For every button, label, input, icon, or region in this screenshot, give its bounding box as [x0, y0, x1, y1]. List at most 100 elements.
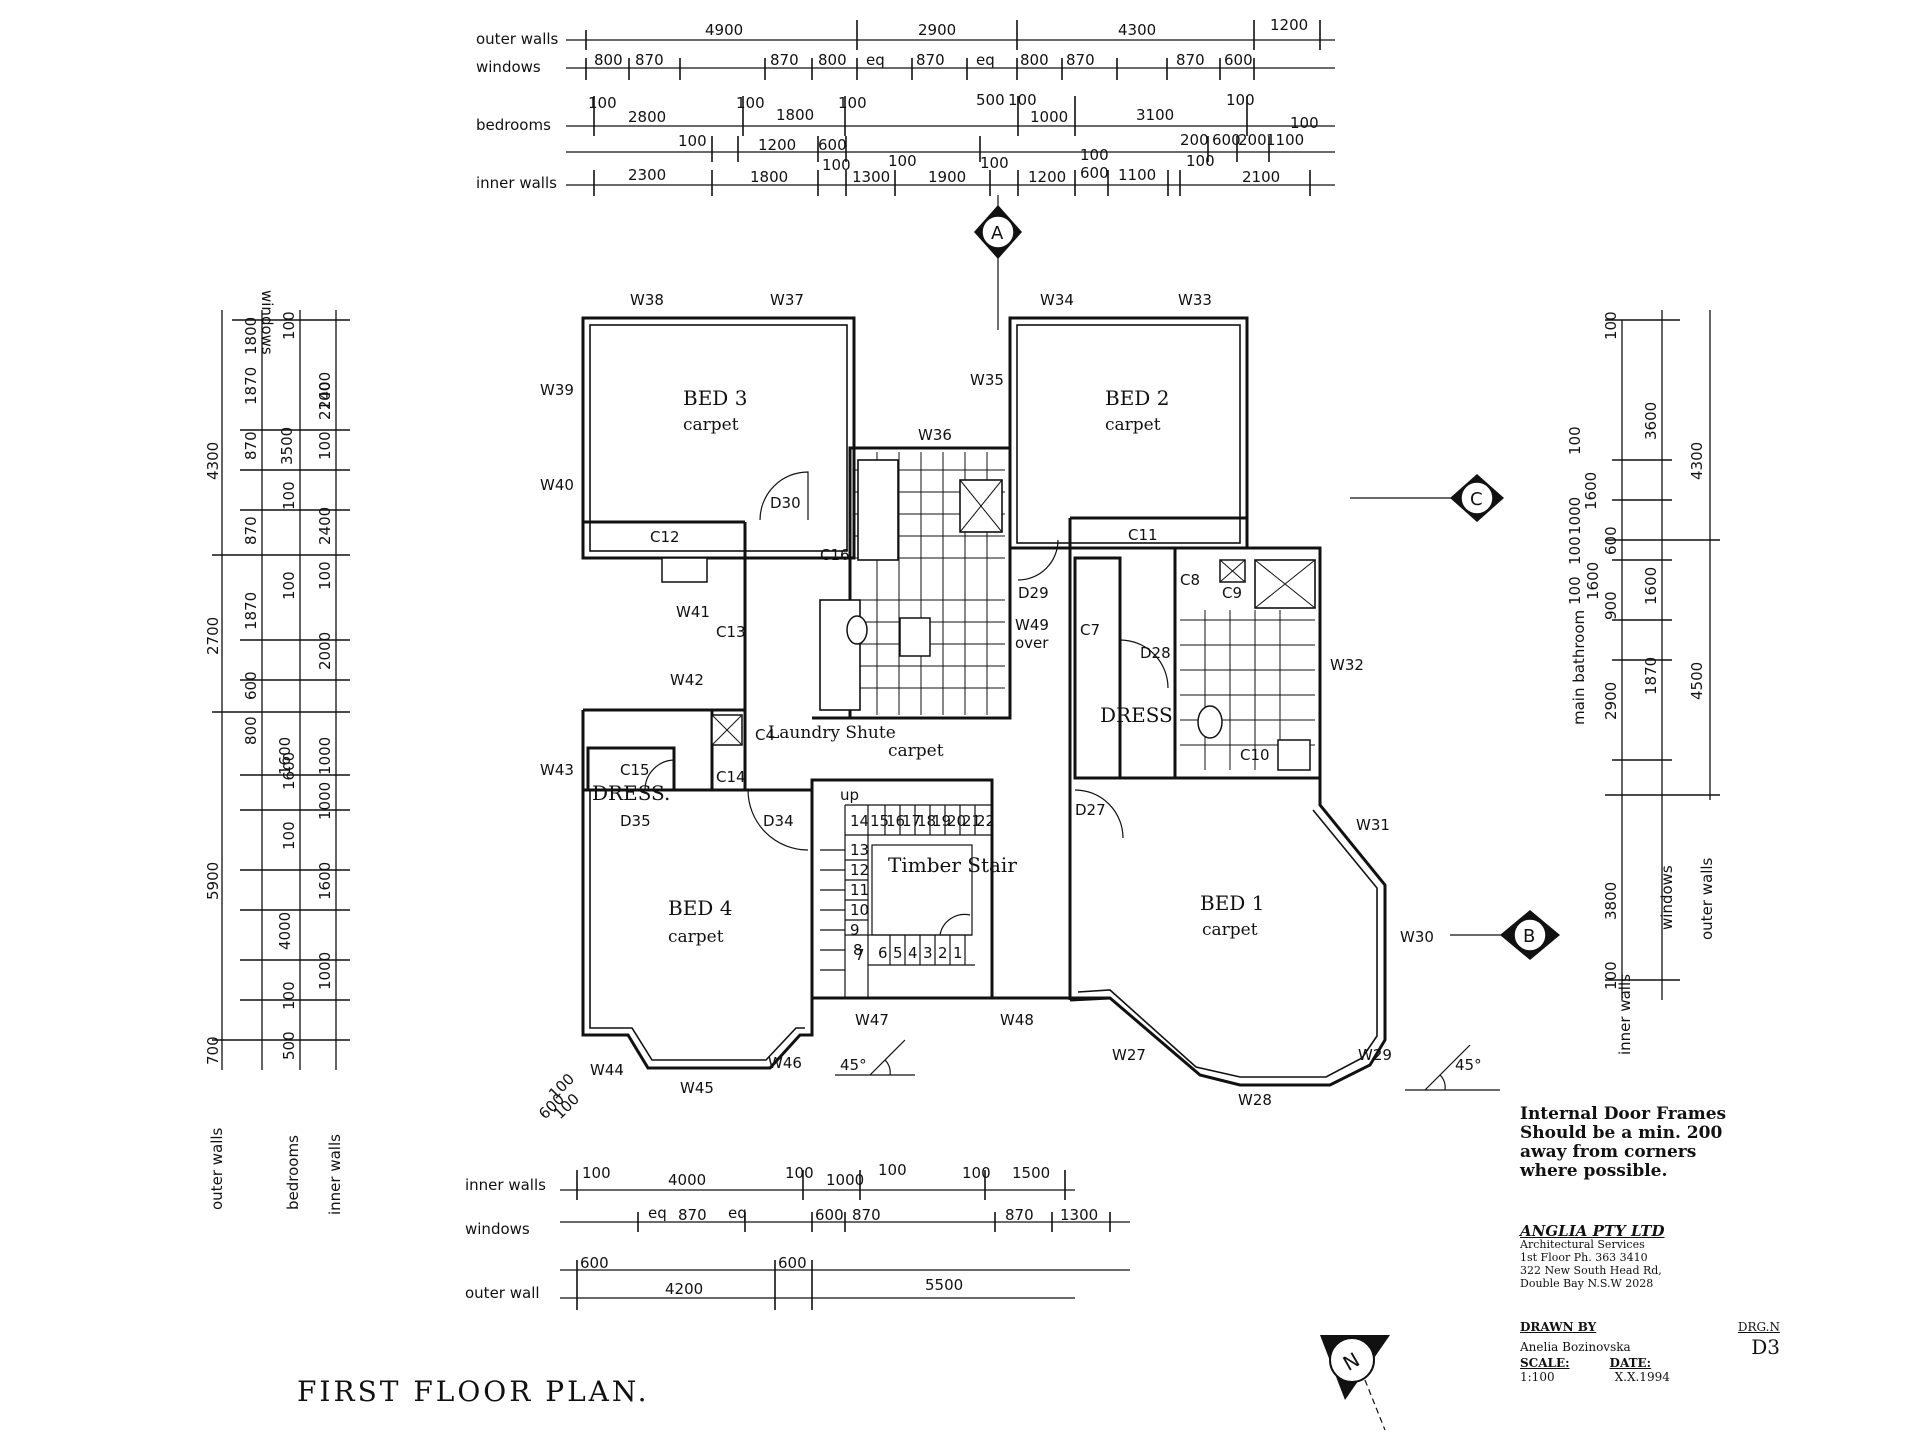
- stair-step: 6: [878, 944, 888, 962]
- drg-number: D3: [1751, 1335, 1780, 1359]
- door-tag: D29: [1018, 584, 1049, 602]
- dim-bedroom: 1600: [1584, 562, 1602, 600]
- dim-inner: 1800: [750, 168, 788, 186]
- dim-bedroom: 100: [280, 311, 298, 340]
- window-tag: W38: [630, 291, 664, 309]
- company-block: ANGLIA PTY LTD Architectural Services 1s…: [1520, 1222, 1780, 1291]
- stair-treads: [820, 804, 992, 998]
- dim-window: 870: [242, 431, 260, 460]
- stair-step: 22: [976, 812, 995, 830]
- section-marker-c: C: [1350, 474, 1504, 522]
- cupboard-tag: C10: [1240, 746, 1270, 764]
- window-tag: W36: [918, 426, 952, 444]
- dim-window: 870: [635, 51, 664, 69]
- cupboard-tag: C11: [1128, 526, 1158, 544]
- dim-col-label: inner walls: [326, 1134, 344, 1215]
- dim-inner: 1600: [316, 862, 334, 900]
- room-name-dress-right: DRESS: [1100, 703, 1173, 727]
- dim-bedroom: 3100: [1136, 106, 1174, 124]
- dim-bedroom: 100: [1602, 311, 1620, 340]
- dim-row-label: windows: [465, 1220, 530, 1238]
- dim-col-label: windows: [258, 290, 276, 355]
- dim-inner: 3500: [278, 427, 296, 465]
- dim-bedroom: 500: [280, 1031, 298, 1060]
- dim-bedroom: 100: [280, 481, 298, 510]
- dim-row-label: windows: [476, 58, 541, 76]
- dim-inner: 1100: [1118, 166, 1156, 184]
- window-tag: W40: [540, 476, 574, 494]
- dim-bedroom: 1000: [316, 952, 334, 990]
- dim-bedroom: 100: [588, 94, 617, 112]
- dim-bedroom: 600: [818, 136, 847, 154]
- drawn-by-name: Anelia Bozinovska: [1520, 1340, 1631, 1354]
- hall-finish: carpet: [888, 741, 944, 761]
- dim-col-label: main bathroom: [1570, 610, 1588, 725]
- dim-bedroom: 2100: [316, 382, 334, 420]
- window-tag: W29: [1358, 1046, 1392, 1064]
- room-labels: BED 3 carpet BED 2 carpet BED 4 carpet B…: [592, 386, 1264, 947]
- dim-outer: 4300: [1118, 21, 1156, 39]
- dim-bedroom: 100: [1602, 961, 1620, 990]
- dim-inner: 1200: [1028, 168, 1066, 186]
- laundry-chute-label: Laundry Shute: [768, 723, 896, 743]
- dim-window: eq: [866, 51, 885, 69]
- dim-window: 800: [242, 716, 260, 745]
- stair-step: 5: [893, 944, 903, 962]
- dim-outer: 2900: [918, 21, 956, 39]
- dim-inner: 100: [1080, 146, 1109, 164]
- window-tag: W45: [680, 1079, 714, 1097]
- company-line: Architectural Services: [1520, 1238, 1645, 1251]
- dim-inner: 1000: [316, 737, 334, 775]
- cupboard-tag: C12: [650, 528, 680, 546]
- dim-col-label: bedrooms: [284, 1135, 302, 1210]
- bottom-dimensions: inner walls windows outer wall 100 4000 …: [465, 1161, 1130, 1310]
- stair-step: 4: [908, 944, 918, 962]
- dim-bedroom: 500: [976, 91, 1005, 109]
- dim-window: 1600: [276, 737, 294, 775]
- dim-outer: 4300: [204, 442, 222, 480]
- section-marker-b: B: [1450, 910, 1560, 960]
- left-dimensions: 4300 2700 5900 700 1800 1870 870 870 187…: [204, 290, 350, 1215]
- window-tag: W47: [855, 1011, 889, 1029]
- dim-bedroom: 100: [280, 571, 298, 600]
- dim-bedroom: 200: [1180, 131, 1209, 149]
- plan-title: FIRST FLOOR PLAN.: [297, 1375, 650, 1408]
- company-name: ANGLIA PTY LTD: [1520, 1222, 1665, 1240]
- room-name-bed3: BED 3: [683, 386, 747, 410]
- dim-window: 600: [1224, 51, 1253, 69]
- window-tag: W44: [590, 1061, 624, 1079]
- room-finish-bed1: carpet: [1202, 920, 1258, 940]
- cupboard-tag: C9: [1222, 584, 1242, 602]
- dim-outer: 4200: [665, 1280, 703, 1298]
- dim-inner: 2100: [1242, 168, 1280, 186]
- cupboard-tag: C16: [820, 546, 850, 564]
- dim-outer: 4500: [1688, 662, 1706, 700]
- dim-inner: 100: [316, 561, 334, 590]
- dim-inner: 1500: [1012, 1164, 1050, 1182]
- dim-window: 3600: [1642, 402, 1660, 440]
- dim-window: 1300: [1060, 1206, 1098, 1224]
- dim-window: 1800: [242, 317, 260, 355]
- dim-inner: 100: [888, 152, 917, 170]
- dim-bedroom: 1000: [1566, 497, 1584, 535]
- door-tag: D28: [1140, 644, 1171, 662]
- stair-step: 18: [917, 812, 936, 830]
- cupboard-tag: C7: [1080, 621, 1100, 639]
- dim-inner: 100: [582, 1164, 611, 1182]
- room-name-dress-left: DRESS.: [592, 781, 670, 805]
- stair-step: 17: [902, 812, 921, 830]
- stair-step: 10: [850, 901, 869, 919]
- window-tag: W39: [540, 381, 574, 399]
- dim-window: eq: [976, 51, 995, 69]
- dim-inner: 2400: [316, 372, 334, 410]
- dim-row-label: inner walls: [465, 1176, 546, 1194]
- dim-col-label: windows: [1658, 865, 1676, 930]
- dim-window: 800: [594, 51, 623, 69]
- drg-label: DRG.N: [1737, 1320, 1780, 1334]
- stair-step-numbers: 14 15 16 17 18 19 20 21 22 13 12 11 10 9…: [850, 812, 995, 964]
- stair-step: 21: [962, 812, 981, 830]
- section-label-b: B: [1523, 926, 1535, 947]
- dim-outer: 600: [580, 1254, 609, 1272]
- stair-step: 1: [953, 944, 963, 962]
